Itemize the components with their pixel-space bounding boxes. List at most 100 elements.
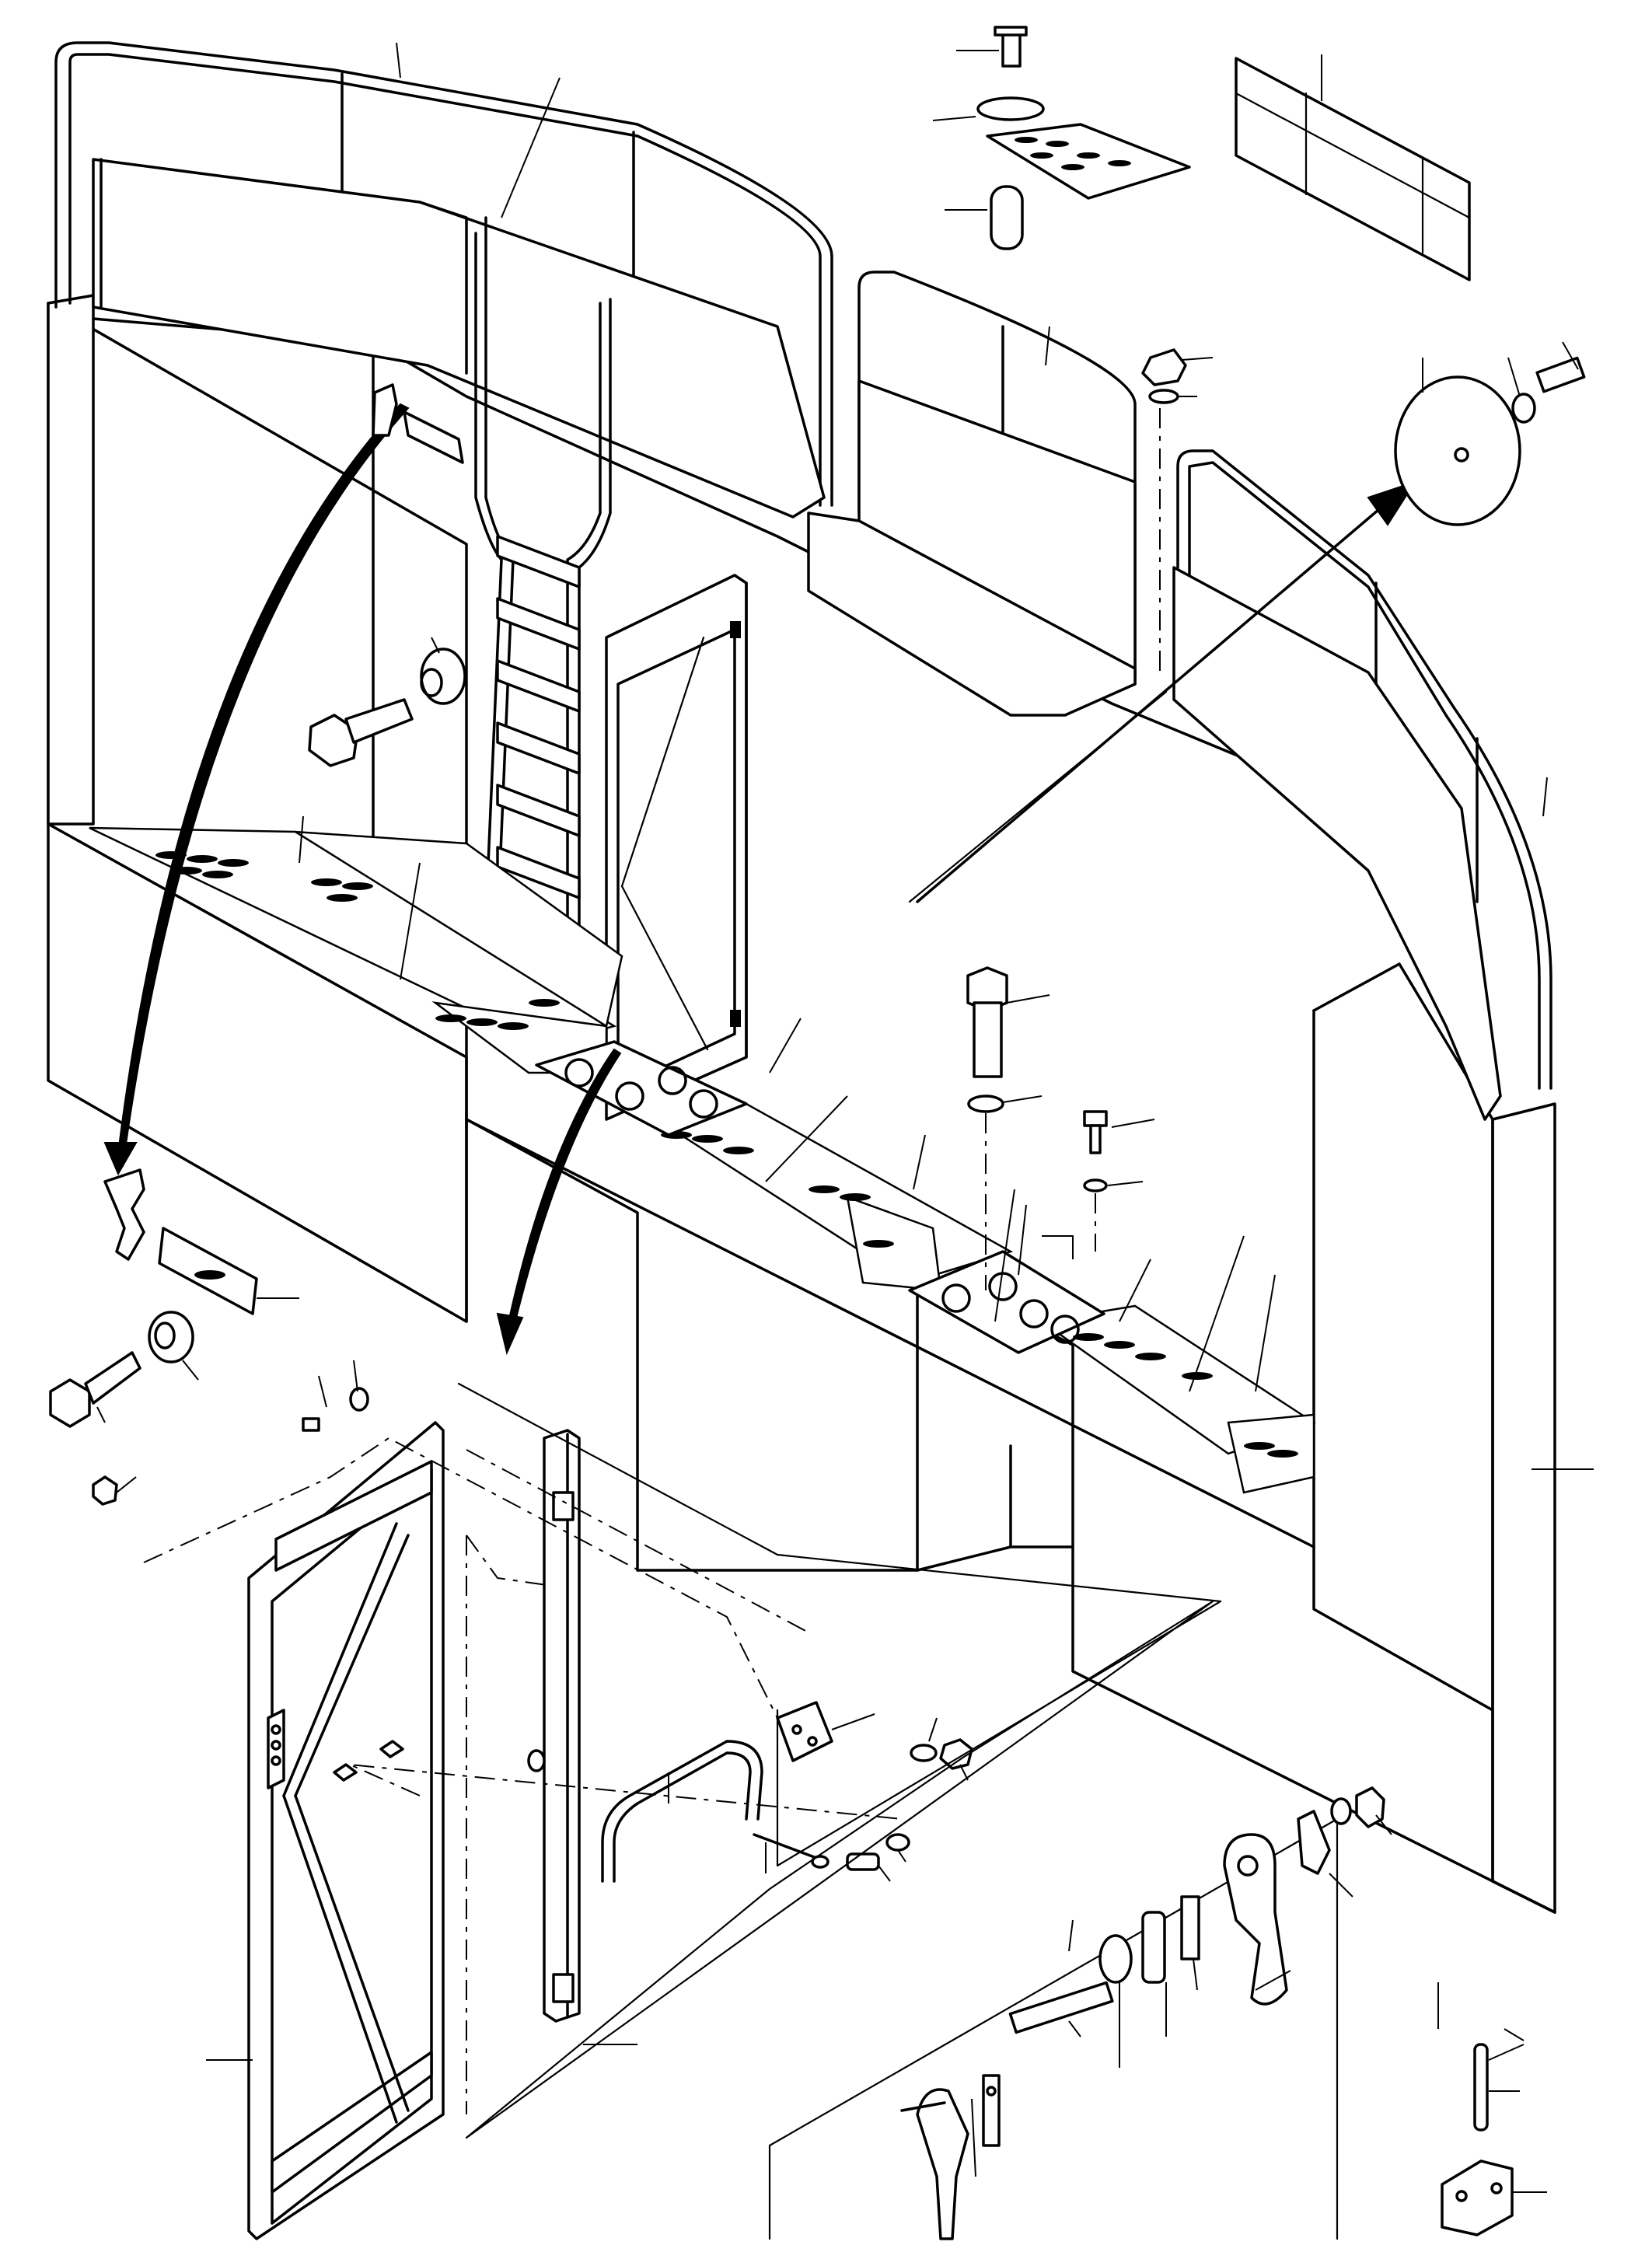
door-hinge-hardware xyxy=(92,1360,973,1882)
latch-strap xyxy=(403,410,464,464)
arrow-disc-head xyxy=(1367,480,1417,526)
lower-step-body xyxy=(465,1118,1556,1914)
door-bolt-2 xyxy=(92,1475,118,1506)
middle-platform-plate xyxy=(807,512,1137,717)
lock-bracket xyxy=(1141,1911,1166,1984)
handrail-middle xyxy=(807,271,1137,717)
hinge-icon xyxy=(776,1701,833,1762)
hinge-rail xyxy=(543,1429,581,2023)
left-side-front xyxy=(47,294,95,826)
lower-step-left xyxy=(47,822,468,1323)
small-washer xyxy=(1083,1178,1108,1192)
door-panel xyxy=(247,1421,445,2240)
arrow-left-latch-head xyxy=(103,1142,138,1176)
step-detail xyxy=(932,26,1191,250)
right-column-back xyxy=(1312,1009,1494,1712)
hinge-pin xyxy=(1473,2043,1489,2132)
door-washer-1 xyxy=(349,1387,369,1412)
ladder-rung-5 xyxy=(496,784,581,837)
leader-lines xyxy=(299,42,1594,1470)
bolt-spacer-left xyxy=(308,637,466,767)
hinge-washer xyxy=(910,1744,938,1762)
ladder xyxy=(474,216,612,997)
disc-washer xyxy=(1511,393,1536,424)
hinge-bolt-washer xyxy=(885,1833,910,1852)
ladder-rail-left-outer xyxy=(474,232,503,919)
kickplate-left-fold xyxy=(418,201,468,375)
handrail-left-inner xyxy=(68,53,822,507)
decal-outline xyxy=(1235,57,1471,281)
hinge-rail-top-plate xyxy=(552,1491,575,1521)
hinge-leaf xyxy=(1441,2159,1514,2236)
walkway-gratings xyxy=(89,826,1316,1494)
nut-washer-set xyxy=(1141,348,1214,676)
ladder-rung-4 xyxy=(496,721,581,775)
door-brace-top xyxy=(282,1522,398,1797)
hinge-bolt xyxy=(846,1852,880,1871)
main-platform-body xyxy=(47,294,1556,1914)
handle-lever-left xyxy=(916,2088,969,2240)
big-bolt-center xyxy=(966,966,1155,1290)
lock-keeper xyxy=(1180,1895,1200,1960)
ladder-rung-3 xyxy=(496,659,581,713)
handrail-left xyxy=(54,41,833,518)
door-bottom-flange xyxy=(271,2051,433,2194)
lock-washer xyxy=(1330,1797,1352,1825)
handrail-right-inner xyxy=(1188,461,1541,1090)
big-washer xyxy=(967,1095,1004,1113)
ladder-rail-right-outer xyxy=(566,302,602,989)
right-column-top xyxy=(1312,962,1494,1121)
latch-icon xyxy=(372,383,398,437)
handle-icon xyxy=(613,1751,752,1883)
latch-hook xyxy=(103,1168,145,1261)
decal-panel xyxy=(1235,54,1471,281)
door-hinge-top xyxy=(730,621,741,638)
disc-assembly xyxy=(1394,341,1586,526)
left-side-panel xyxy=(47,302,468,1323)
door-brace-lower xyxy=(620,885,709,1051)
bolt-head xyxy=(994,26,1028,37)
step-plate xyxy=(986,123,1191,200)
bolt-hex-head xyxy=(308,714,359,767)
pin-hinge-detail xyxy=(1437,1982,1547,2236)
door-top-flange xyxy=(274,1460,433,1572)
arrow-disc-shaft xyxy=(916,504,1385,903)
washer-small xyxy=(1148,389,1179,404)
door-bolt-1 xyxy=(302,1417,320,1432)
detail-frames xyxy=(457,1382,1339,2240)
door-exploded xyxy=(206,1421,445,2240)
latch-bolt-shank xyxy=(84,1351,141,1405)
cotter-pin xyxy=(753,1833,818,1859)
grating-upper-left xyxy=(89,826,617,1047)
ladder-rung-2 xyxy=(496,597,581,651)
door-hinge-bottom xyxy=(730,1010,741,1027)
door-handle-rod xyxy=(601,1740,829,1883)
hole-plate-right xyxy=(908,1250,1105,1354)
hinge-rail-exploded xyxy=(527,1429,637,2045)
disc-bolt xyxy=(1535,356,1586,393)
grating-center xyxy=(654,1102,1014,1284)
walkway-front-edge xyxy=(465,1118,1315,1548)
latch-bolt-head xyxy=(49,1378,91,1428)
spacer-icon xyxy=(990,185,1024,250)
bolt-shank xyxy=(344,698,414,744)
door-installed xyxy=(605,574,748,1121)
handle-lever-right xyxy=(1223,1833,1288,2006)
latch-cam xyxy=(1297,1810,1331,1875)
big-bolt-shank xyxy=(973,1001,1003,1078)
nut-icon xyxy=(1141,348,1187,386)
handrail-left-top xyxy=(54,41,833,507)
door-brace-bottom xyxy=(282,1794,398,2124)
washer-icon xyxy=(976,96,1045,121)
grating-upper-mid xyxy=(295,830,623,1028)
lock-assembly xyxy=(900,1786,1392,2240)
ladder-rail-right xyxy=(578,298,612,997)
lock-cam xyxy=(1098,1934,1133,1984)
handrail-right xyxy=(1172,449,1552,1121)
latch-exploded xyxy=(49,1168,299,1428)
handrail-right-top xyxy=(1176,449,1552,1090)
lock-spindle xyxy=(1008,1981,1114,2034)
right-column-base xyxy=(1491,1880,1556,1914)
latch-on-wall xyxy=(372,383,464,464)
